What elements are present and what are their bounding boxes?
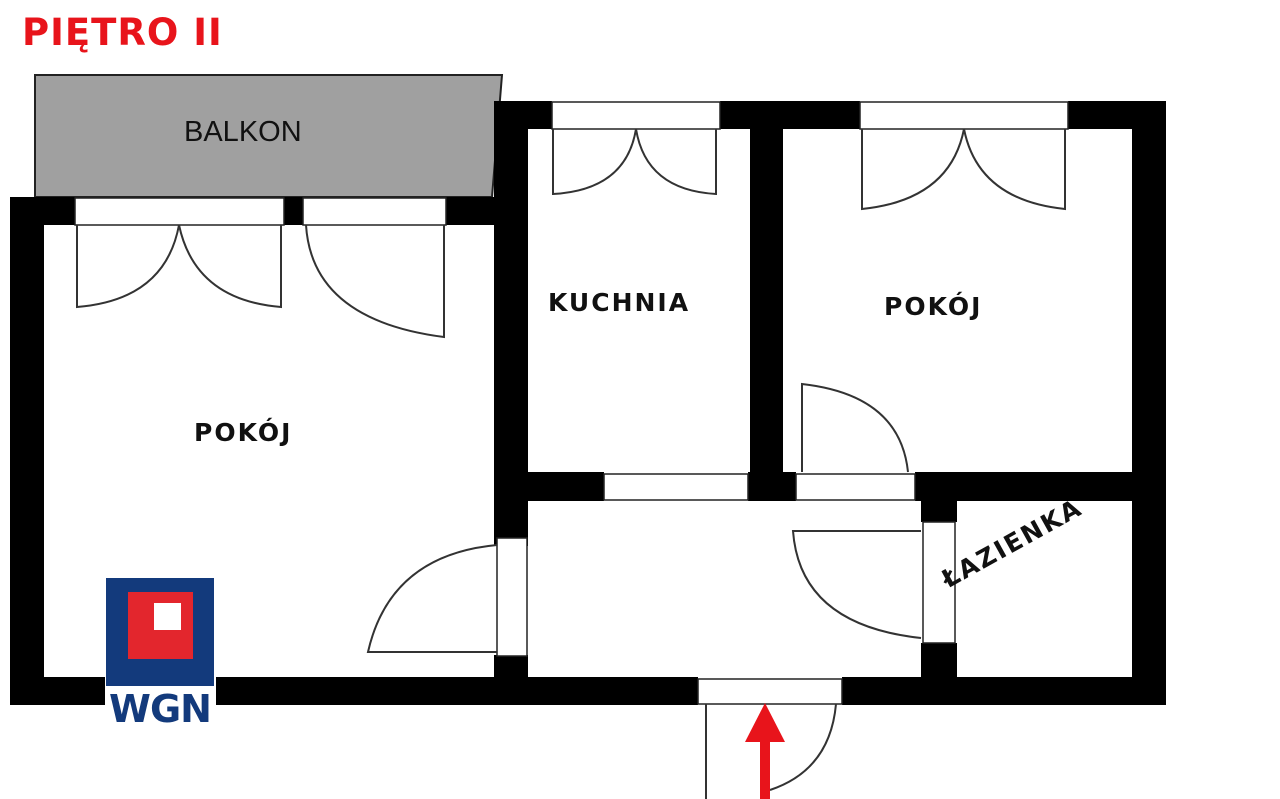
openings: [74, 101, 1069, 705]
floor-title: PIĘTRO II: [22, 11, 223, 54]
room-label-left-room: POKÓJ: [194, 418, 293, 447]
room-label-right-room: POKÓJ: [884, 292, 983, 321]
window-swings: [76, 128, 1066, 339]
room-label-kitchen: KUCHNIA: [548, 288, 691, 317]
room-label-balcony: BALKON: [184, 116, 302, 148]
entrance-arrow: [745, 703, 785, 799]
walls: [10, 101, 1166, 705]
wgn-logo-text: WGN: [109, 687, 212, 731]
door-swings: [366, 382, 922, 799]
wgn-logo-mark: [106, 578, 214, 686]
